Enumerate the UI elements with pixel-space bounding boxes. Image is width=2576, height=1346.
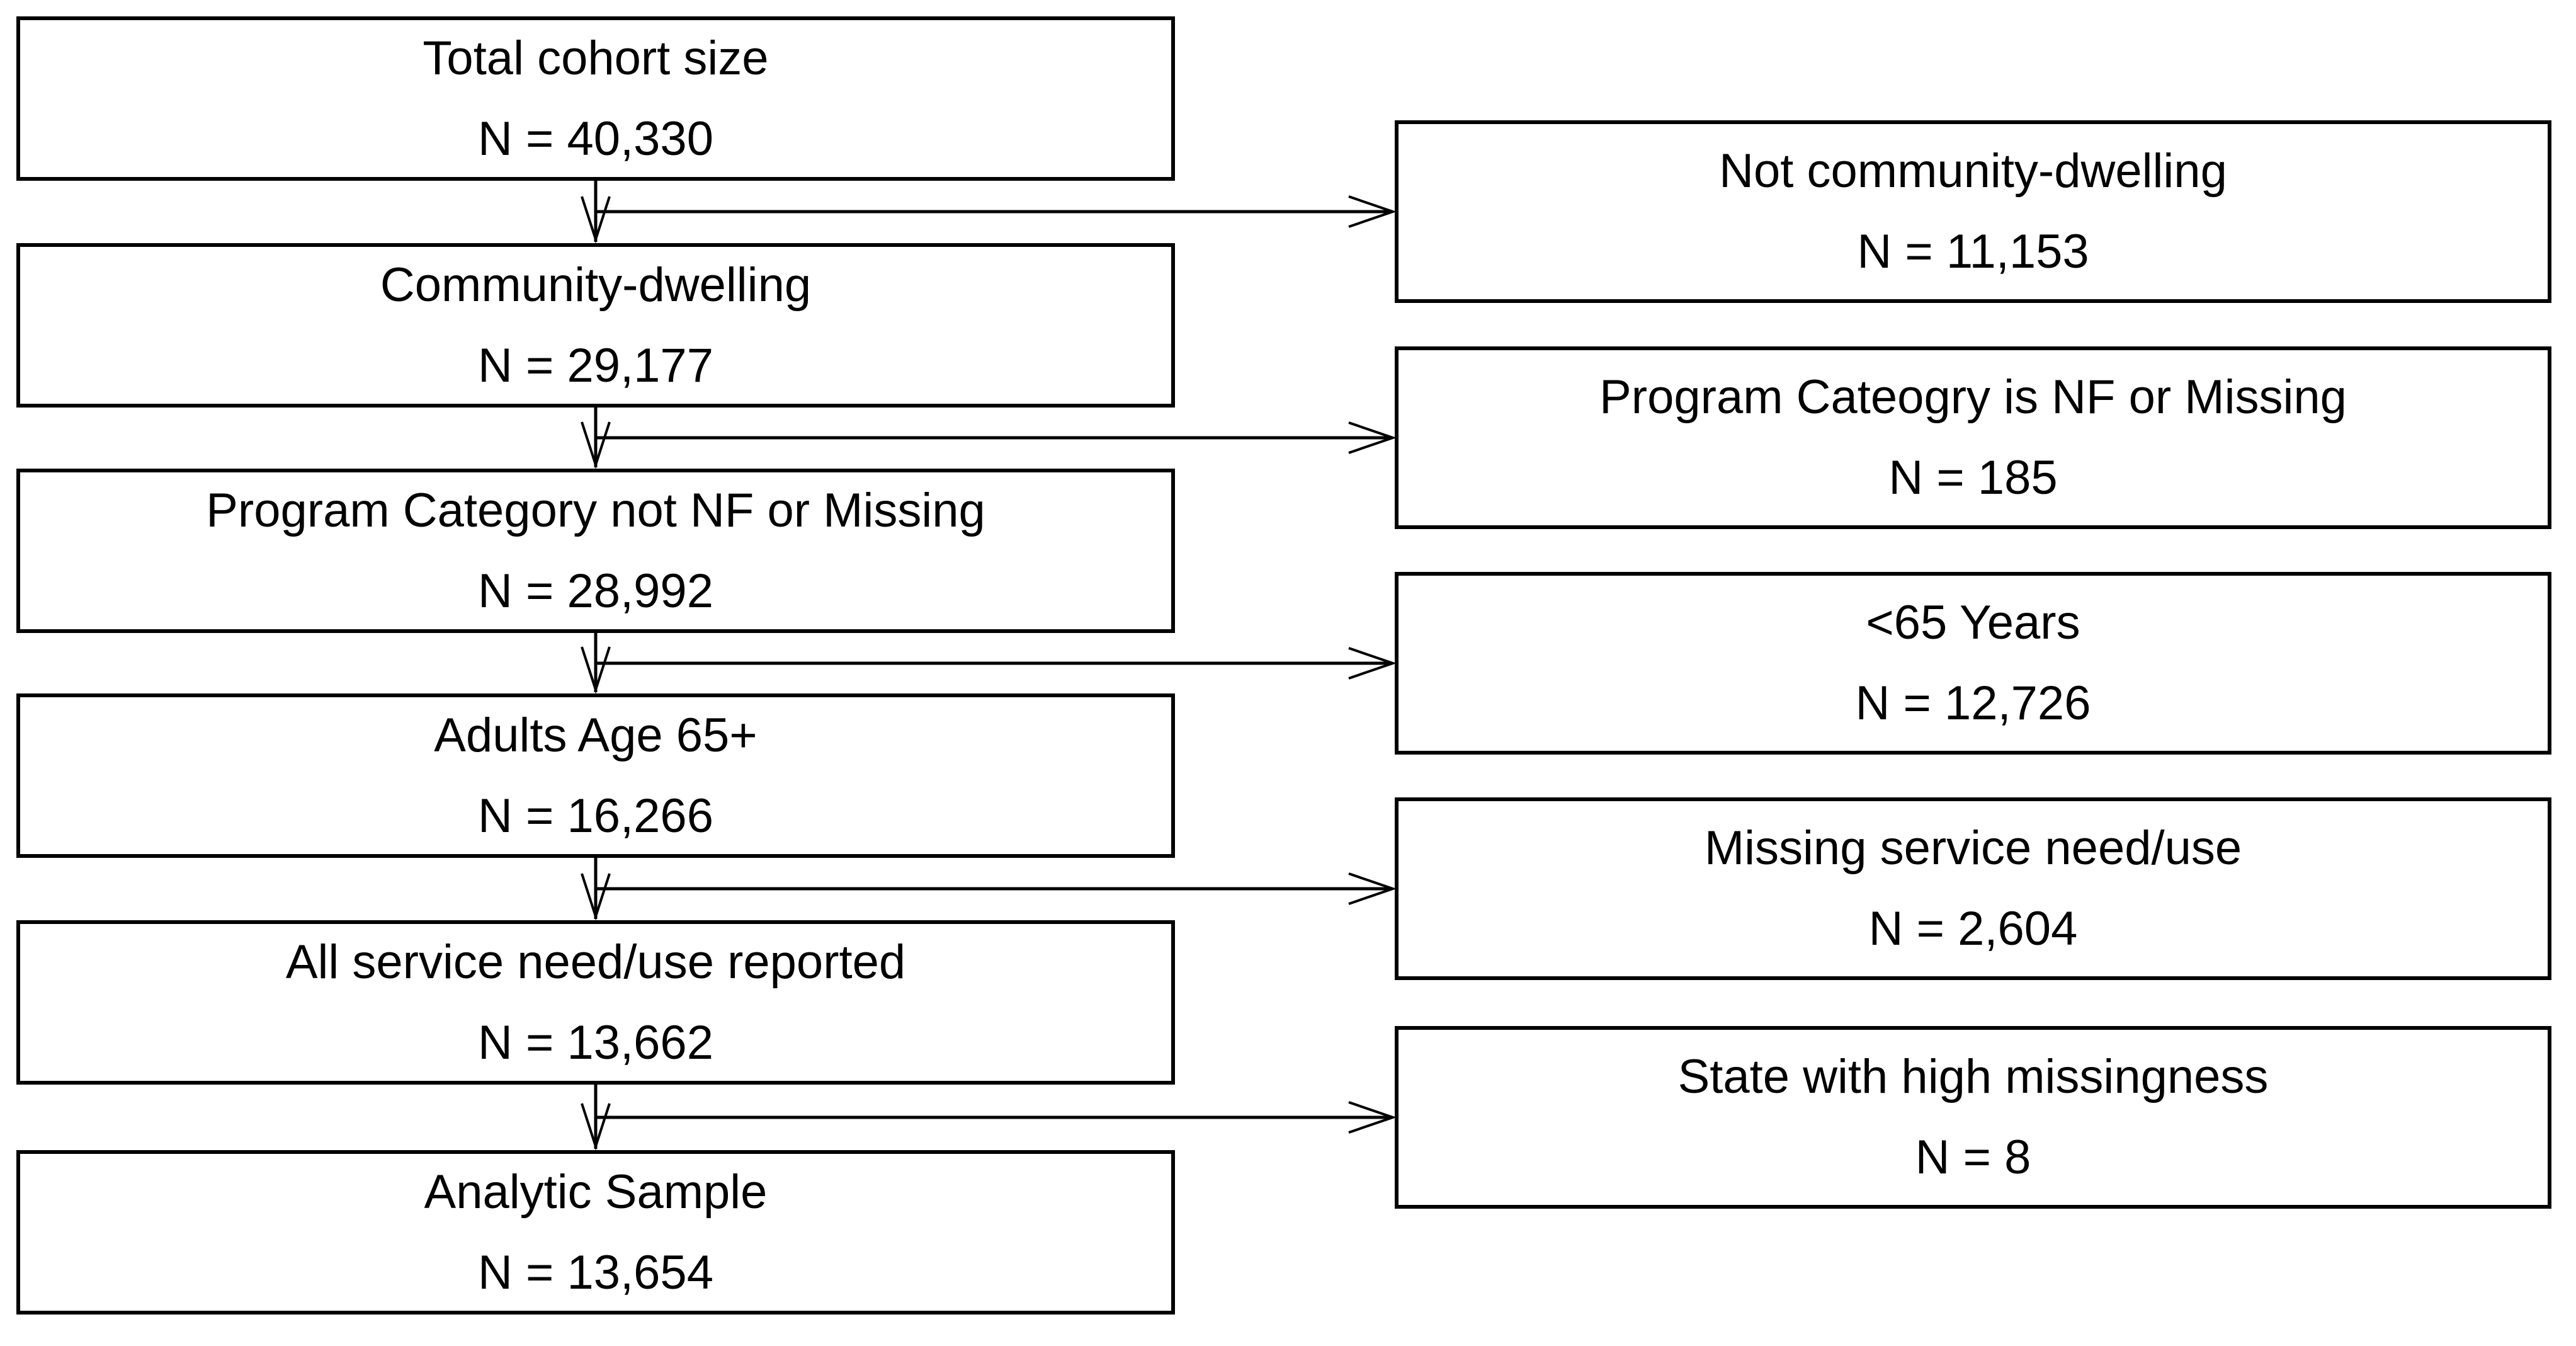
box-count: N = 28,992 [478, 564, 713, 618]
box-label: Program Category not NF or Missing [206, 483, 985, 537]
exclusion-box-state-high-missingness: State with high missingness N = 8 [1395, 1026, 2551, 1209]
box-label: Community-dwelling [380, 258, 812, 312]
exclusion-box-not-community-dwelling: Not community-dwelling N = 11,153 [1395, 120, 2551, 303]
box-count: N = 2,604 [1868, 902, 2078, 955]
box-count: N = 16,266 [478, 789, 713, 843]
connector-5 [581, 1085, 1397, 1151]
box-count: N = 29,177 [478, 338, 713, 392]
arrowhead-right-icon-5 [1348, 1101, 1397, 1134]
arrowhead-right-icon-2 [1348, 421, 1397, 454]
box-count: N = 12,726 [1855, 676, 2091, 730]
box-count: N = 11,153 [1857, 225, 2089, 278]
exclusion-box-missing-service-need-use: Missing service need/use N = 2,604 [1395, 797, 2551, 980]
box-label: All service need/use reported [285, 935, 906, 989]
box-label: State with high missingness [1677, 1050, 2269, 1104]
arrowhead-right-icon-4 [1348, 872, 1397, 905]
connector-3 [581, 633, 1397, 694]
box-count: N = 40,330 [478, 111, 713, 166]
flow-box-community-dwelling: Community-dwelling N = 29,177 [16, 243, 1175, 408]
flow-box-adults-age-65-plus: Adults Age 65+ N = 16,266 [16, 693, 1175, 858]
flow-box-program-category-not-nf: Program Category not NF or Missing N = 2… [16, 469, 1175, 633]
box-label: Missing service need/use [1704, 821, 2242, 875]
flow-box-analytic-sample: Analytic Sample N = 13,654 [16, 1150, 1175, 1315]
flow-box-all-service-need-use-reported: All service need/use reported N = 13,662 [16, 920, 1175, 1085]
exclusion-box-under-65-years: <65 Years N = 12,726 [1395, 572, 2551, 755]
box-label: Program Cateogry is NF or Missing [1599, 370, 2347, 424]
box-label: Total cohort size [423, 31, 769, 85]
box-count: N = 8 [1915, 1131, 2031, 1184]
connector-4 [581, 858, 1397, 921]
box-count: N = 13,654 [478, 1245, 713, 1299]
connector-1 [581, 181, 1397, 244]
box-count: N = 13,662 [478, 1015, 713, 1069]
box-label: Adults Age 65+ [434, 708, 757, 762]
exclusion-box-program-category-nf-or-missing: Program Cateogry is NF or Missing N = 18… [1395, 346, 2551, 529]
arrowhead-right-icon-3 [1348, 647, 1397, 680]
arrowhead-down-icon-3 [581, 646, 611, 694]
box-count: N = 185 [1888, 451, 2058, 505]
box-label: Analytic Sample [424, 1165, 768, 1219]
box-label: <65 Years [1866, 596, 2080, 649]
box-label: Not community-dwelling [1719, 144, 2227, 198]
flow-box-total-cohort-size: Total cohort size N = 40,330 [16, 16, 1175, 181]
connector-2 [581, 408, 1397, 469]
arrowhead-right-icon-1 [1348, 195, 1397, 228]
